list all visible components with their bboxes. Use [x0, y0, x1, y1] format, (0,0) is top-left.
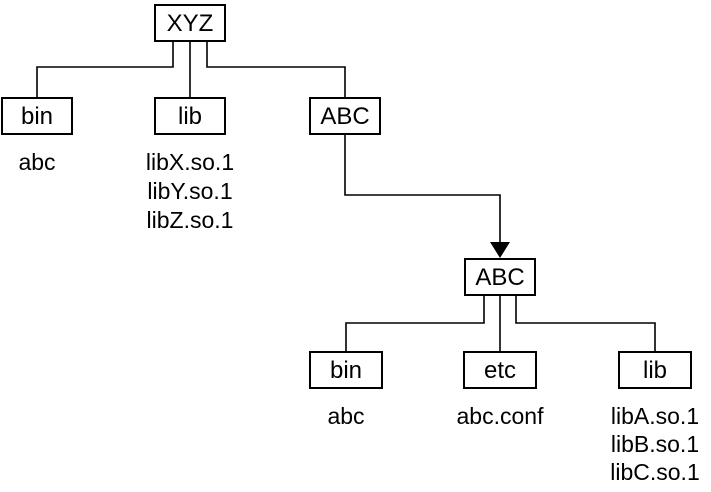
- node-label: ABC: [475, 264, 524, 291]
- file-label: libY.so.1: [147, 178, 232, 204]
- connector-xyz-abc: [206, 41, 346, 98]
- file-label: libZ.so.1: [147, 207, 234, 233]
- connector-abc-lib: [515, 296, 656, 352]
- files-abc-bin: abc: [327, 403, 364, 429]
- node-label: etc: [484, 357, 516, 384]
- node-label: ABC: [320, 103, 369, 130]
- arrow-head: [490, 242, 510, 258]
- node-label: lib: [178, 103, 202, 130]
- node-abc-link: ABC: [309, 97, 381, 135]
- node-label: XYZ: [167, 10, 214, 37]
- files-abc-lib: libA.so.1 libB.so.1 libC.so.1: [610, 403, 699, 485]
- file-label: libC.so.1: [610, 459, 699, 485]
- node-label: bin: [330, 357, 362, 384]
- connector-xyz-bin: [36, 41, 174, 98]
- files-lib: libX.so.1 libY.so.1 libZ.so.1: [146, 149, 234, 233]
- files-bin: abc: [18, 149, 55, 175]
- node-label: bin: [21, 103, 53, 130]
- node-root-xyz: XYZ: [154, 4, 226, 42]
- files-abc-etc: abc.conf: [457, 403, 545, 429]
- node-abc-lib: lib: [618, 351, 692, 389]
- node-label: lib: [643, 357, 667, 384]
- connector-abc-bin: [345, 296, 485, 352]
- file-label: libX.so.1: [146, 149, 234, 175]
- file-label: abc: [327, 403, 364, 429]
- node-abc-etc: etc: [463, 351, 537, 389]
- node-abc-bin: bin: [309, 351, 383, 389]
- linked-connectors: [345, 296, 656, 352]
- file-label: abc: [18, 149, 55, 175]
- link-arrow: [344, 133, 501, 252]
- root-connectors: [36, 41, 346, 98]
- node-bin: bin: [1, 97, 73, 135]
- node-lib: lib: [154, 97, 226, 135]
- file-label: libB.so.1: [611, 431, 699, 457]
- file-label: abc.conf: [457, 403, 545, 429]
- file-label: libA.so.1: [611, 403, 699, 429]
- node-abc-target: ABC: [464, 258, 536, 296]
